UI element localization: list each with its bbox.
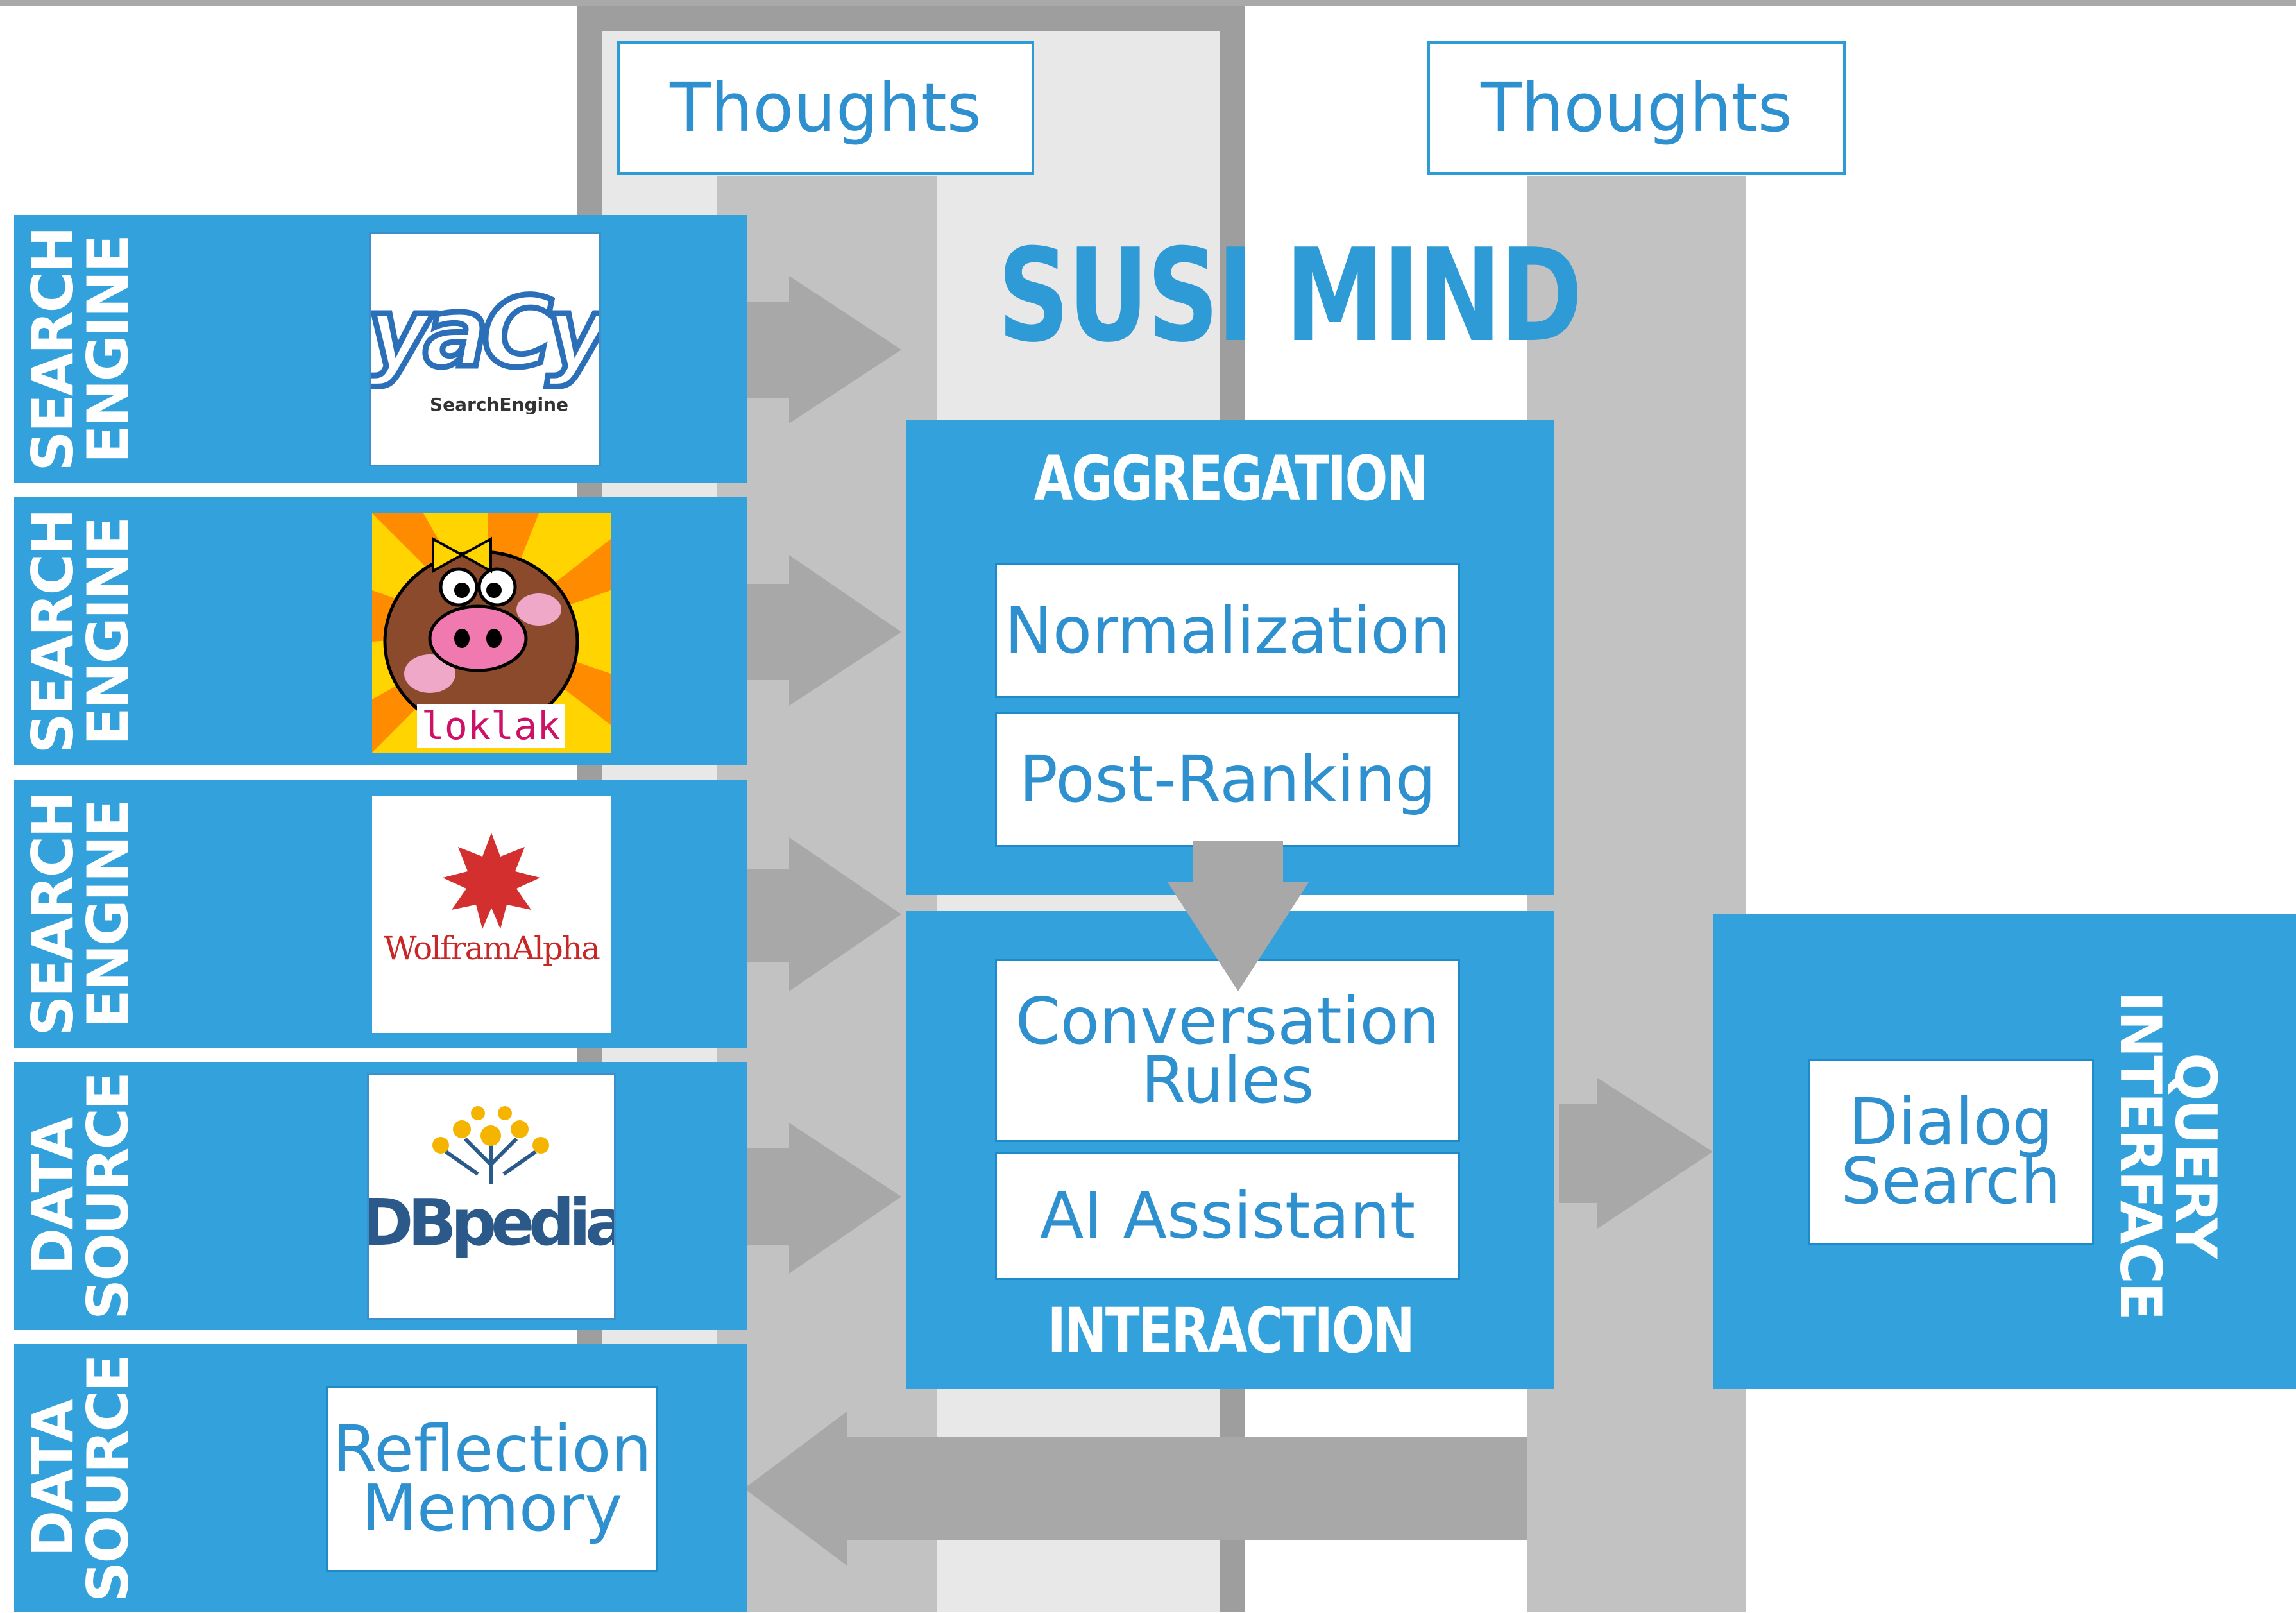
post-ranking-label: Post-Ranking — [1019, 742, 1436, 817]
wolfram-star-icon — [443, 833, 540, 929]
conversation-rules-label: Conversation Rules — [1015, 983, 1440, 1118]
normalization-label: Normalization — [1005, 593, 1450, 668]
reflection-memory-label: Reflection Memory — [332, 1412, 652, 1546]
dbpedia-logo: DBpedia — [367, 1073, 616, 1320]
thoughts-label: Thoughts — [1481, 69, 1792, 147]
top-divider — [0, 0, 2296, 6]
interaction-label: INTERACTION — [1047, 1295, 1415, 1367]
arrow-right-3 — [747, 837, 901, 991]
arrow-right-1 — [747, 276, 901, 423]
dialog-search-box: Dialog Search — [1808, 1059, 2094, 1245]
ai-assistant-box: AI Assistant — [995, 1152, 1460, 1280]
loklak-logo: loklak — [372, 513, 611, 753]
yacy-logo-subtext: SearchEngine — [430, 394, 568, 415]
post-ranking-box: Post-Ranking — [995, 712, 1460, 847]
loklak-logo-text: loklak — [421, 704, 561, 749]
thoughts-box-left: Thoughts — [617, 41, 1034, 175]
thoughts-label: Thoughts — [670, 69, 982, 147]
query-interface-label: QUERY INTERFACE — [2107, 991, 2229, 1319]
dbpedia-logo-text: DBpedia — [369, 1185, 614, 1260]
ai-assistant-label: AI Assistant — [1039, 1178, 1416, 1253]
reflection-memory-box: Reflection Memory — [326, 1386, 658, 1572]
yacy-logo: yaCy SearchEngine — [369, 232, 601, 466]
diagram-title: SUSI MIND — [998, 221, 1583, 371]
arrow-right-output — [1559, 1078, 1713, 1229]
wolframalpha-logo: WolframAlpha — [372, 796, 611, 1033]
arrow-left-memory — [744, 1412, 1527, 1566]
thoughts-box-right: Thoughts — [1427, 41, 1846, 175]
output-lane — [1527, 176, 1746, 1612]
arrow-right-4 — [747, 1123, 901, 1274]
arrow-right-2 — [747, 555, 901, 706]
wolframalpha-logo-text: WolframAlpha — [384, 930, 600, 967]
yacy-logo-text: yaCy — [371, 277, 599, 389]
conversation-rules-box: Conversation Rules — [995, 959, 1460, 1142]
normalization-box: Normalization — [995, 563, 1460, 698]
dialog-search-label: Dialog Search — [1841, 1084, 2061, 1218]
aggregation-label: AGGREGATION — [1033, 443, 1429, 515]
